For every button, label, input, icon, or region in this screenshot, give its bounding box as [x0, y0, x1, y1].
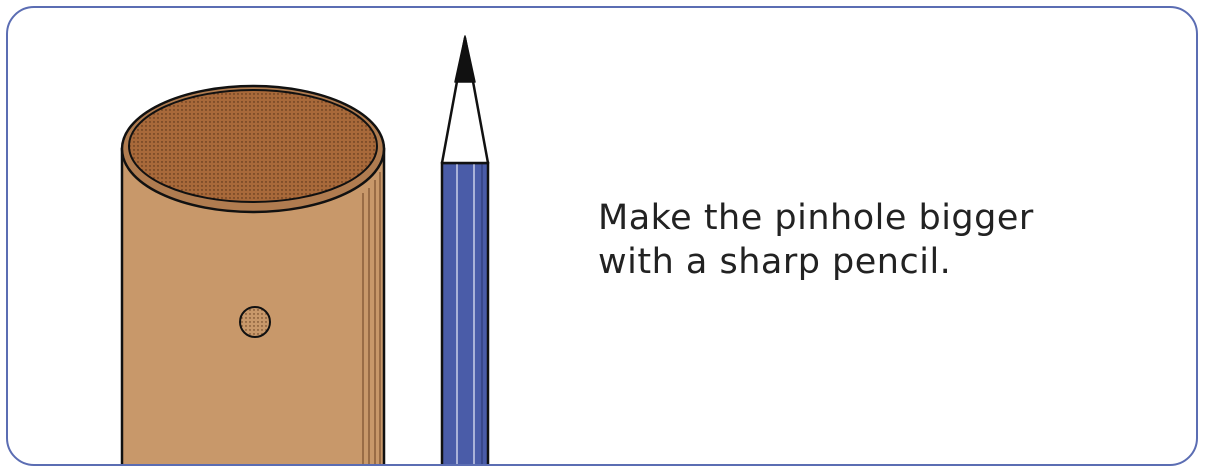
instruction-line-1: Make the pinhole bigger — [598, 196, 1158, 240]
tube-opening — [129, 90, 377, 202]
instruction-line-2: with a sharp pencil. — [598, 240, 1158, 284]
cardboard-tube-icon — [122, 86, 384, 466]
sharp-pencil-icon — [442, 36, 488, 466]
instruction-panel: Make the pinhole bigger with a sharp pen… — [6, 6, 1198, 466]
instruction-text: Make the pinhole bigger with a sharp pen… — [598, 196, 1158, 284]
pinhole-icon — [240, 307, 270, 337]
